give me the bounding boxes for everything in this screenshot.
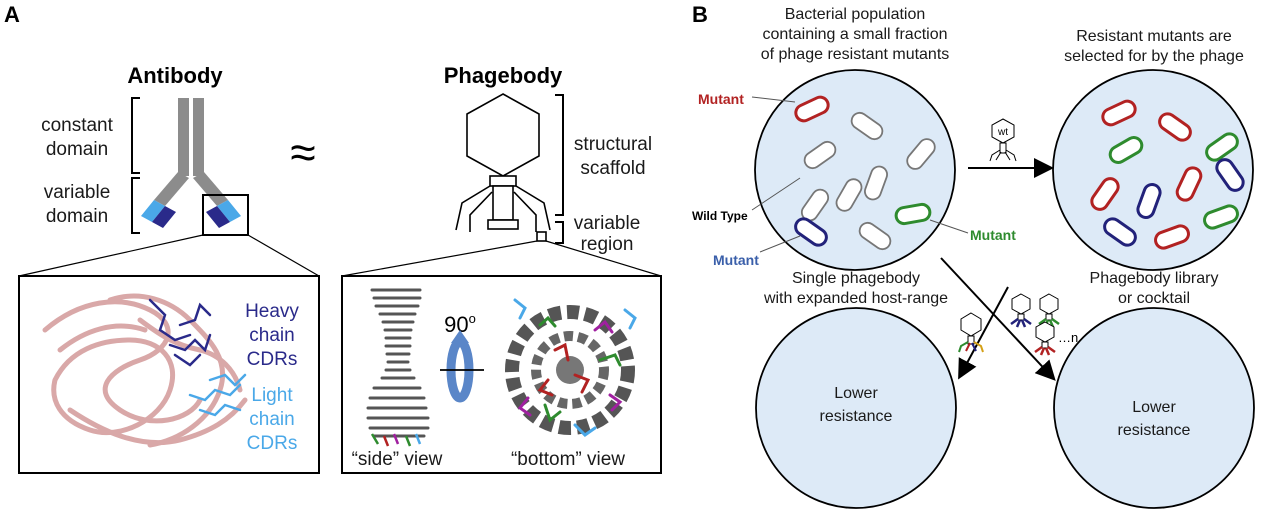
mutant-leader-red	[751, 96, 796, 103]
heavy-chain-label-line2: chain	[249, 325, 294, 346]
population-caption-line1: Bacterial population	[785, 6, 926, 23]
light-chain-cdr-sticks	[188, 373, 247, 417]
single-phagebody-icon	[958, 312, 984, 353]
library-ellipsis: …n	[1058, 330, 1078, 345]
variable-region-line2: region	[581, 234, 634, 255]
panel-a-letter: A	[4, 2, 20, 27]
library-caption-line2: or cocktail	[1118, 290, 1190, 307]
phagebody-brackets	[555, 94, 564, 244]
phagebody-library-icons	[1010, 293, 1060, 356]
single-lower-resistance-line2: resistance	[820, 408, 893, 425]
panel-b-letter: B	[692, 2, 708, 27]
single-phagebody-caption-line1: Single phagebody	[792, 270, 920, 287]
antibody-zoom-line-right	[247, 234, 320, 277]
selected-population-bacteria	[1090, 99, 1245, 250]
antibody-structure-inset: Heavy chain CDRs Light chain CDRs	[18, 275, 320, 474]
mutant-leader-blue	[759, 235, 801, 253]
antibody-title: Antibody	[127, 63, 223, 88]
library-lower-resistance-line1: Lower	[1132, 399, 1176, 416]
rotation-arrow-icon	[440, 330, 484, 403]
mutant-label-red: Mutant	[698, 91, 744, 107]
panel-a: A Antibody Phagebody ≈ constant domain v…	[4, 2, 662, 474]
constant-domain-label-line2: domain	[46, 139, 108, 160]
rotation-label: 90o	[444, 311, 476, 337]
variable-domain-label-line1: variable	[44, 182, 111, 203]
heavy-chain-label-line1: Heavy	[245, 301, 299, 322]
phage-drawing	[455, 93, 551, 242]
antibody-zoom-line-left	[18, 234, 204, 277]
bottom-view-caption: “bottom” view	[511, 449, 625, 470]
single-phagebody-result-circle	[755, 307, 957, 509]
light-chain-label-line3: CDRs	[247, 433, 298, 454]
mutant-leader-green	[929, 219, 969, 234]
single-phagebody-arrow	[958, 286, 1009, 380]
protein-ribbon	[42, 293, 248, 448]
wild-type-phage-text: wt	[997, 127, 1008, 138]
approx-symbol: ≈	[290, 126, 315, 178]
phage-zoom-line-right	[545, 240, 662, 277]
variable-region-line1: variable	[574, 213, 641, 234]
library-lower-resistance-line2: resistance	[1118, 422, 1191, 439]
single-phagebody-caption-line2: with expanded host-range	[763, 290, 948, 307]
selected-caption-line2: selected for by the phage	[1064, 48, 1244, 65]
side-view-caption: “side” view	[352, 449, 443, 470]
tail-fiber-structure-inset: 90o	[341, 275, 662, 474]
panel-b: B Bacterial population containing a smal…	[692, 2, 1255, 509]
antibody-brackets	[131, 97, 140, 234]
library-caption-line1: Phagebody library	[1090, 270, 1219, 287]
structural-scaffold-line1: structural	[574, 134, 652, 155]
constant-domain-label-line1: constant	[41, 115, 114, 136]
phage-zoom-line-left	[341, 240, 538, 277]
wild-type-label: Wild Type	[692, 209, 748, 223]
bottom-view-structure	[505, 298, 637, 437]
library-result-circle	[1053, 307, 1255, 509]
antibody-zoom-box	[202, 194, 249, 236]
wild-type-phage-icon	[989, 118, 1017, 162]
population-caption-line2: containing a small fraction	[763, 26, 948, 43]
selected-caption-line1: Resistant mutants are	[1076, 28, 1232, 45]
mutant-label-blue: Mutant	[713, 252, 759, 268]
variable-domain-label-line2: domain	[46, 206, 108, 227]
population-caption-line3: of phage resistant mutants	[761, 46, 950, 63]
wild-type-leader	[751, 177, 801, 211]
initial-population-circle	[754, 69, 956, 271]
side-view-variable-loops	[370, 433, 422, 447]
mutant-label-green: Mutant	[970, 227, 1016, 243]
heavy-chain-cdr-sticks	[148, 298, 212, 367]
initial-population-bacteria	[794, 95, 936, 251]
single-lower-resistance-line1: Lower	[834, 385, 878, 402]
light-chain-label-line2: chain	[249, 409, 294, 430]
structural-scaffold-line2: scaffold	[580, 158, 645, 179]
antibody-y-shape	[141, 98, 241, 228]
library-arrow	[940, 257, 1056, 381]
light-chain-label-line1: Light	[251, 385, 293, 406]
heavy-chain-label-line3: CDRs	[247, 349, 298, 370]
phagebody-title: Phagebody	[444, 63, 563, 88]
